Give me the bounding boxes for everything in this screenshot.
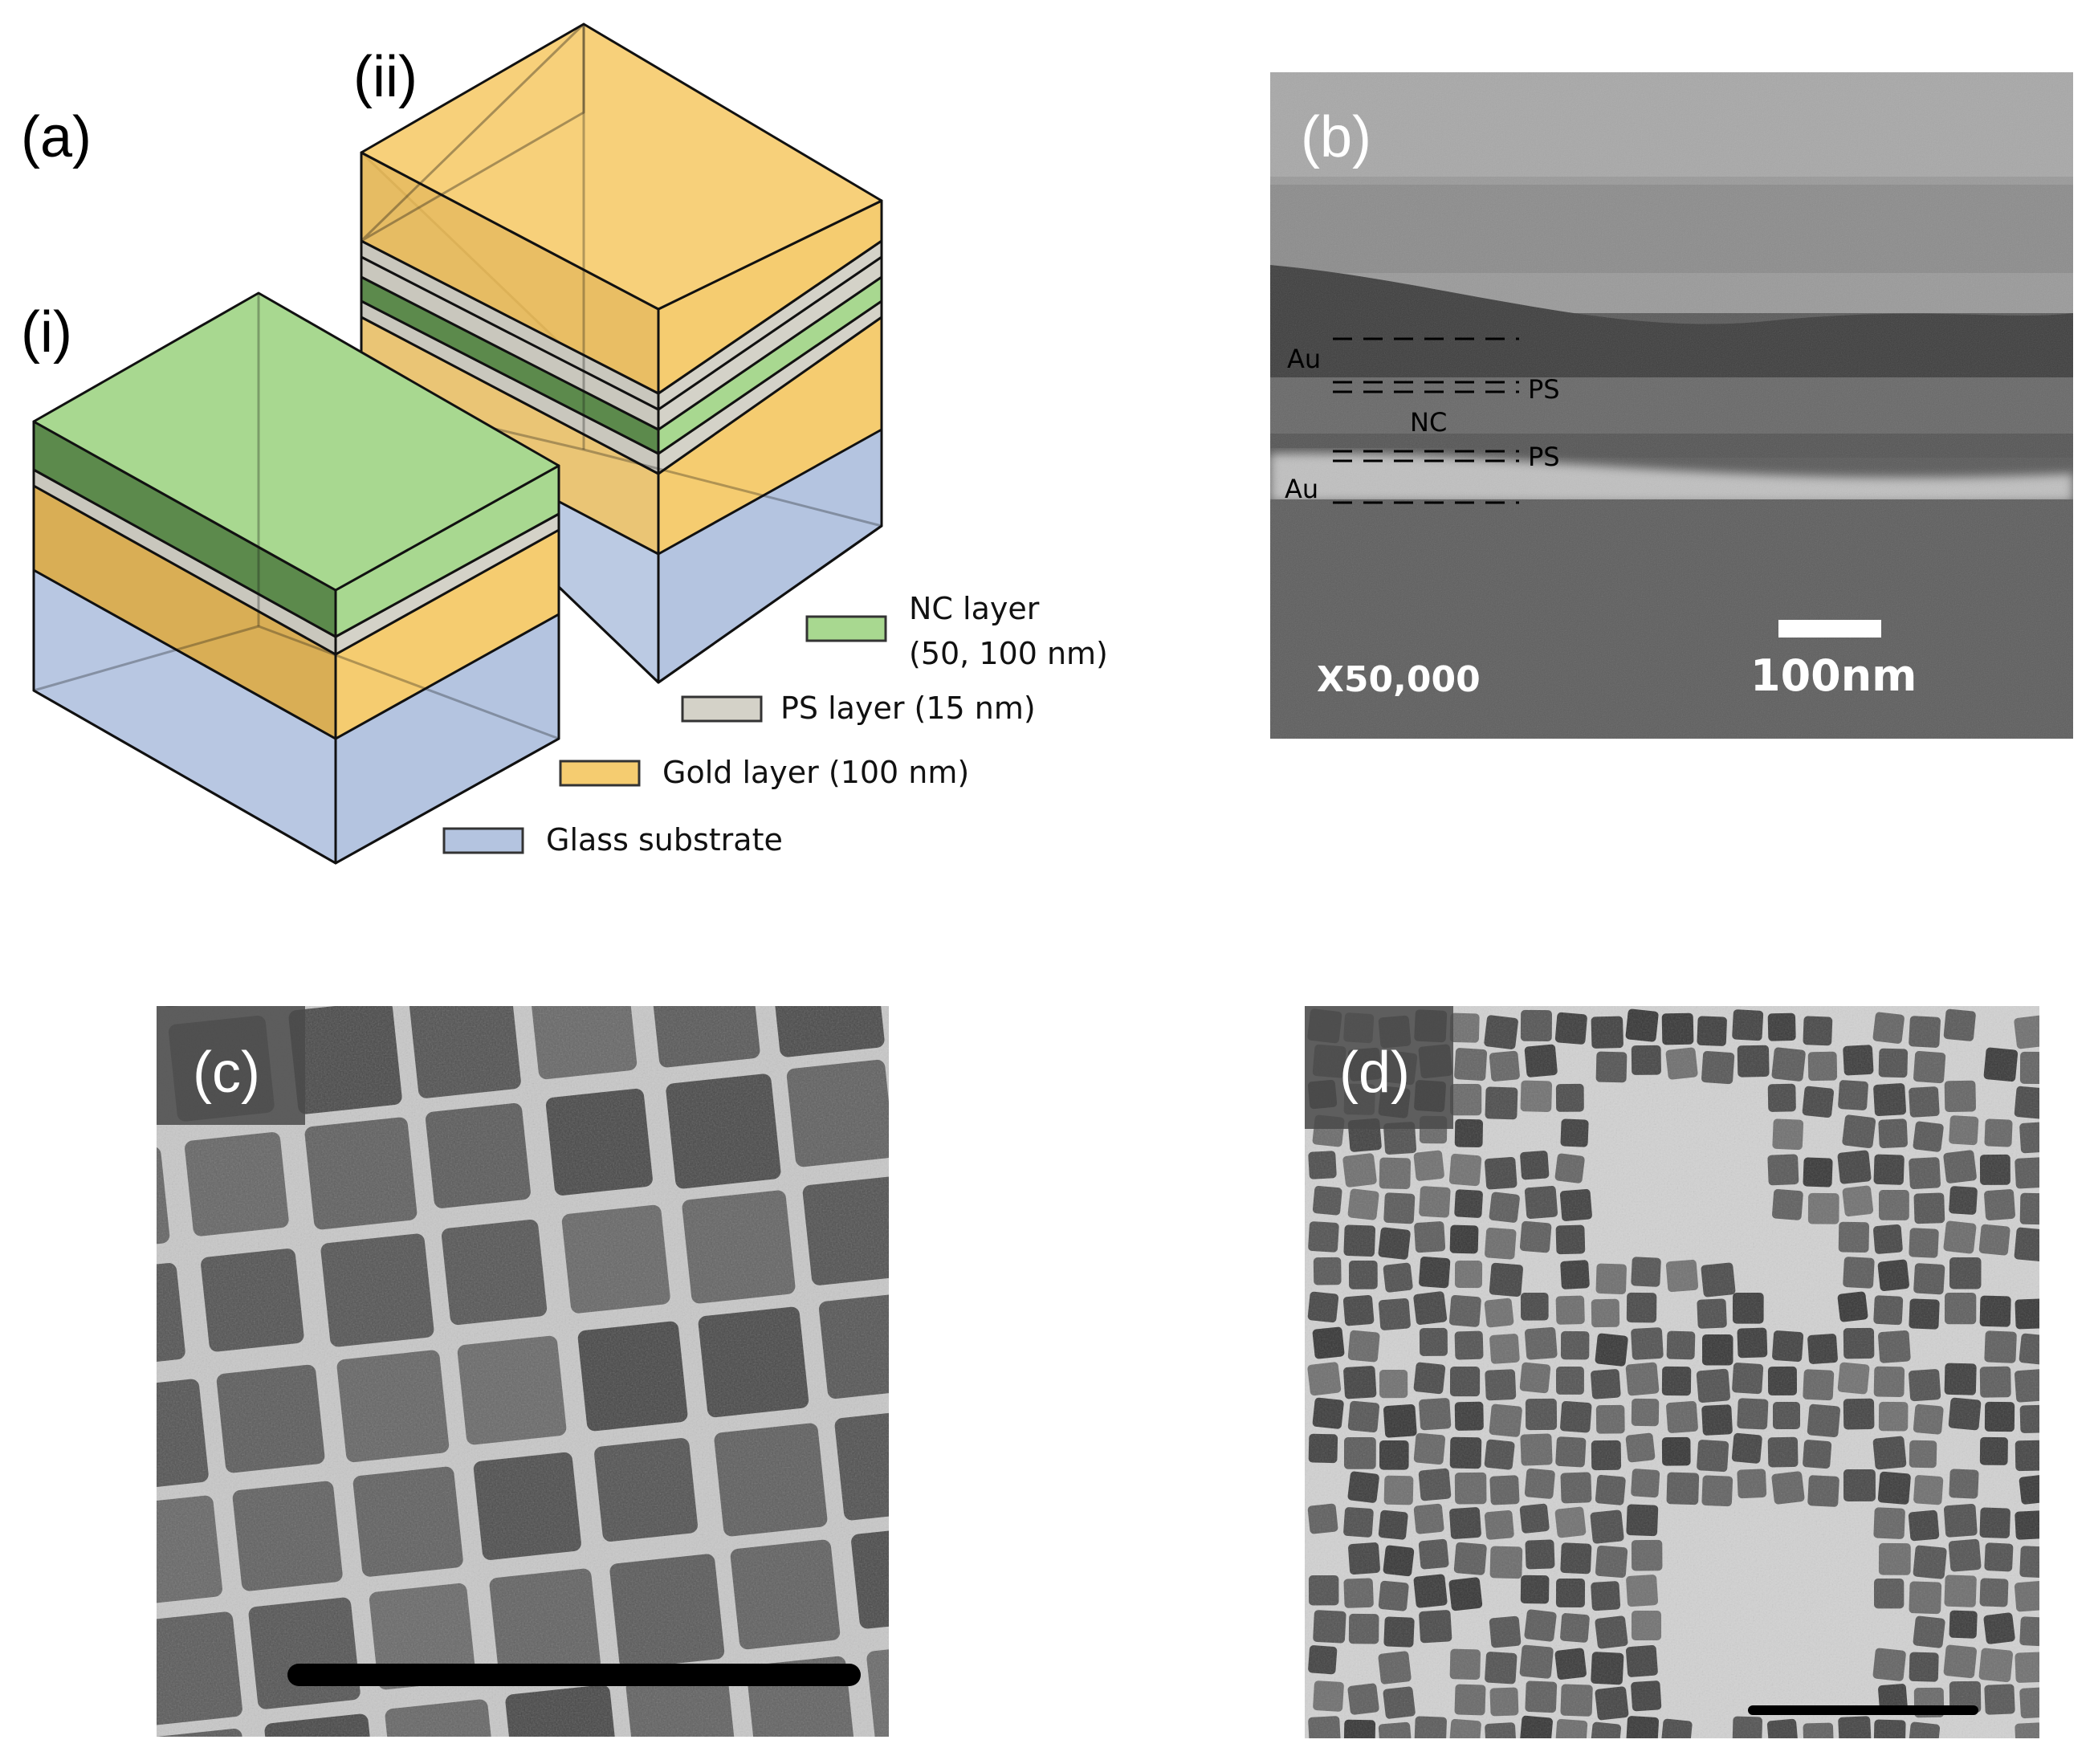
nanocube	[2055, 1611, 2088, 1643]
panel-d-label: (d)	[1339, 1041, 1410, 1105]
stack-ii	[360, 22, 883, 684]
nanocube	[2050, 1292, 2079, 1321]
sem-label-ps-bottom: PS	[1528, 442, 1560, 472]
nanocube	[1984, 1754, 2016, 1764]
panel-c-tem-image	[31, 812, 1093, 1737]
nanocube	[971, 1510, 1084, 1623]
nanocube	[1384, 1758, 1413, 1764]
nanocube	[1526, 1752, 1554, 1764]
nanocube	[2051, 1505, 2083, 1537]
nanocube	[1490, 1758, 1518, 1764]
nanocube	[939, 1277, 1043, 1382]
nanocube	[2051, 1363, 2081, 1394]
nanocube	[2050, 1151, 2082, 1183]
nanocube	[2054, 1326, 2084, 1357]
nanocube	[2051, 1575, 2080, 1605]
nanocube	[2055, 1540, 2088, 1572]
nanocube	[2051, 1222, 2079, 1250]
panel-a-sub-i-label: (i)	[21, 300, 72, 365]
sem-label-au-top: Au	[1287, 344, 1322, 374]
nanocube	[2055, 1469, 2088, 1502]
nanocube	[1420, 1752, 1449, 1764]
sem-scale-bar-label: 100nm	[1750, 650, 1917, 701]
legend-swatches	[442, 615, 887, 854]
nanocube	[2019, 1757, 2052, 1764]
legend-ps-label: PS layer (15 nm)	[780, 691, 1036, 726]
nanocube	[1314, 1752, 1346, 1764]
nanocube	[1630, 1750, 1661, 1764]
stack-i	[32, 291, 560, 865]
panel-c-label: (c)	[193, 1041, 260, 1105]
panel-a-sub-ii-label: (ii)	[353, 45, 418, 109]
nanocube	[1702, 1758, 1734, 1764]
nanocube	[2055, 1257, 2087, 1289]
nanocube	[31, 913, 144, 1025]
nanocube	[1561, 1755, 1591, 1764]
legend-swatch-ps	[681, 695, 763, 723]
sem-scale-bar	[1778, 620, 1881, 638]
nanocube	[890, 928, 1000, 1037]
sem-magnification: X50,000	[1317, 659, 1481, 700]
nanocube	[1948, 1750, 1979, 1764]
nanocube	[1772, 1754, 1803, 1764]
nanocube	[2055, 1680, 2086, 1712]
panel-d-tem-image	[1305, 1006, 2088, 1764]
sem-label-nc: NC	[1410, 407, 1448, 438]
nanocube	[393, 870, 505, 982]
nanocube	[272, 884, 377, 989]
nanocube	[987, 1627, 1093, 1733]
legend-swatch-glass	[442, 827, 524, 854]
nanocube	[2051, 1717, 2080, 1746]
panel-a-label: (a)	[21, 105, 92, 169]
panel-b-label: (b)	[1301, 105, 1371, 169]
legend-nc-label: NC layer	[909, 591, 1040, 626]
nanocube	[955, 1394, 1066, 1505]
sem-label-ps-top: PS	[1528, 374, 1560, 405]
nanocube	[2055, 1751, 2085, 1764]
nanocube	[2055, 1045, 2086, 1076]
nanocube	[2050, 1645, 2081, 1676]
sem-label-au-bottom: Au	[1285, 474, 1319, 504]
nanocube	[2049, 1432, 2081, 1465]
legend-nc-detail: (50, 100 nm)	[909, 636, 1108, 671]
nanocube	[906, 1045, 1014, 1152]
nanocube	[874, 812, 989, 927]
nanocube	[1348, 1754, 1380, 1764]
legend-swatch-gold	[559, 760, 641, 787]
panel-b-sem-image	[1270, 72, 2073, 739]
nanocube	[2051, 1081, 2082, 1112]
nanocube	[513, 855, 626, 968]
nanocube	[1455, 1755, 1488, 1764]
nanocube	[1843, 1751, 1872, 1764]
nanocube	[157, 1146, 170, 1253]
legend-gold-label: Gold layer (100 nm)	[662, 755, 970, 790]
nanocube	[1914, 1758, 1943, 1764]
nanocube	[923, 1161, 1028, 1266]
panel-a-schematic	[32, 22, 883, 865]
nanocube	[2055, 1187, 2088, 1220]
nanocube	[1737, 1751, 1766, 1764]
nanocube	[47, 1029, 155, 1137]
legend-swatch-nc	[805, 615, 887, 642]
nanocube	[1595, 1758, 1629, 1764]
nanocube	[2049, 1008, 2081, 1041]
nanocube	[1666, 1754, 1700, 1764]
nanocube	[157, 1006, 261, 1008]
legend-glass-label: Glass substrate	[546, 822, 783, 858]
nanocube	[2054, 1397, 2087, 1430]
nanocube	[1878, 1754, 1909, 1764]
